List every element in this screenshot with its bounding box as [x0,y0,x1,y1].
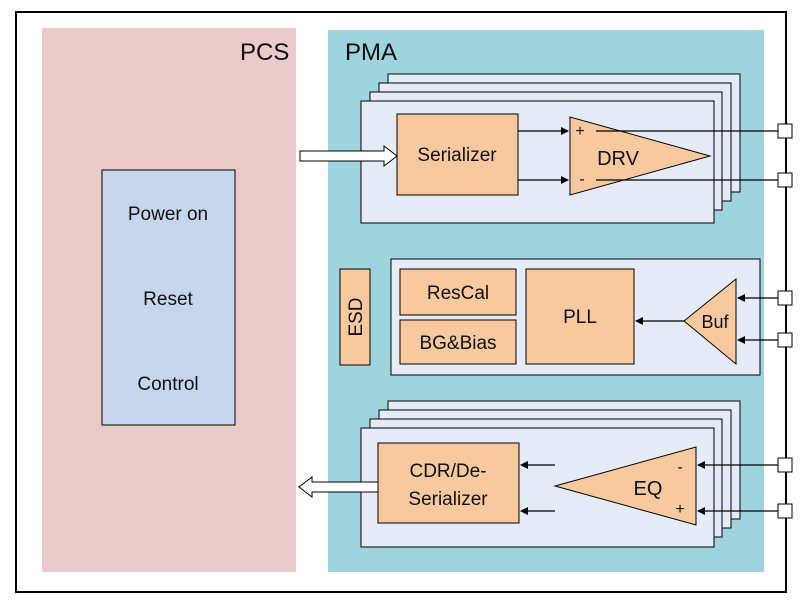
pll-label: PLL [563,307,597,328]
rx-n-pad [777,457,793,473]
esd-label: ESD [346,297,367,336]
tx-p-pad [777,123,793,139]
serializer-label: Serializer [417,145,497,166]
cdr-deserializer-block [377,442,520,524]
power-on-reset-control-block [101,169,236,426]
bgbias-label: BG&Bias [419,333,496,354]
buf-label: Buf [701,312,729,332]
rescal-block [399,268,517,316]
pma-label: PMA [345,39,397,66]
eq-triangle [553,446,697,526]
pcs-to-serializer-arrow [299,144,398,168]
rx-p-pad [777,503,793,519]
driver-plus-sign: + [575,123,584,140]
pll-block [525,268,635,365]
deserializer-to-pcs-arrow [298,475,379,499]
control-line-2: Reset [143,289,193,310]
eq-minus-sign: - [677,459,682,476]
bgbias-block [399,319,517,365]
pcs-label: PCS [240,39,289,66]
control-line-1: Power on [128,204,208,225]
control-line-3: Control [137,374,198,395]
refclk-p-pad [777,290,793,306]
serializer-block [396,113,519,196]
eq-plus-sign: + [675,501,684,518]
rescal-label: ResCal [427,283,489,304]
driver-label: DRV [597,148,640,170]
tx-n-pad [777,172,793,188]
cdr-label-line-2: Serializer [408,489,488,510]
driver-minus-sign: - [579,171,584,188]
refclk-n-pad [777,332,793,348]
eq-label: EQ [634,478,663,500]
buf-triangle [683,277,737,366]
driver-triangle [569,116,712,196]
esd-block [339,268,371,366]
cdr-label-line-1: CDR/De- [409,461,486,482]
